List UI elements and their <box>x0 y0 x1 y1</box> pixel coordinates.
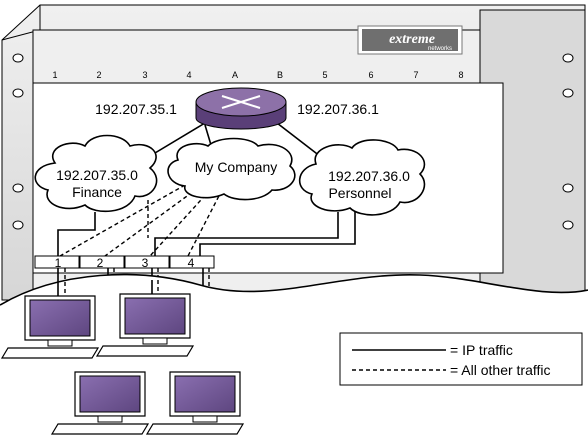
port-box <box>34 255 80 269</box>
logo-word: extreme <box>389 32 435 47</box>
ports: 1 2 3 4 <box>34 255 215 270</box>
router-right-ip: 192.207.36.1 <box>297 101 379 117</box>
port-label: 2 <box>97 256 104 270</box>
slot-label: 8 <box>458 70 463 80</box>
router-left-ip: 192.207.35.1 <box>95 101 177 117</box>
legend-other-label: = All other traffic <box>450 362 551 378</box>
slot-label: 1 <box>52 70 57 80</box>
computer-icon <box>50 371 150 435</box>
extreme-networks-logo: extreme networks <box>357 25 463 55</box>
port-label: 1 <box>55 256 62 270</box>
logo-sub: networks <box>428 46 452 52</box>
computer-icon <box>0 295 100 359</box>
cloud-finance: 192.207.35.0 Finance <box>34 134 158 213</box>
legend: = IP traffic = All other traffic <box>339 332 583 386</box>
slot-label: 2 <box>96 70 101 80</box>
company-name: My Company <box>195 159 277 175</box>
port-label: 3 <box>142 256 149 270</box>
slot-labels: 1 2 3 4 A B 5 6 7 8 <box>52 70 463 80</box>
computer-icon <box>95 293 195 357</box>
cloud-company: My Company <box>167 137 296 201</box>
personnel-name: Personnel <box>328 185 391 201</box>
slot-label: 5 <box>322 70 327 80</box>
finance-ip: 192.207.35.0 <box>56 167 138 183</box>
cloud-personnel: 192.207.36.0 Personnel <box>298 139 426 216</box>
slot-label: 4 <box>186 70 191 80</box>
slot-label: B <box>277 70 283 80</box>
computer-icon <box>145 371 245 435</box>
legend-ip-label: = IP traffic <box>450 342 513 358</box>
slot-label: A <box>232 70 238 80</box>
personnel-ip: 192.207.36.0 <box>328 168 410 184</box>
slot-label: 6 <box>368 70 373 80</box>
slot-label: 3 <box>142 70 147 80</box>
port-box <box>79 255 125 269</box>
port-box <box>124 255 170 269</box>
mounting-holes <box>12 53 574 230</box>
router-icon <box>195 87 287 130</box>
slot-label: 7 <box>413 70 418 80</box>
finance-name: Finance <box>72 184 122 200</box>
port-box <box>169 255 215 269</box>
port-label: 4 <box>188 256 195 270</box>
